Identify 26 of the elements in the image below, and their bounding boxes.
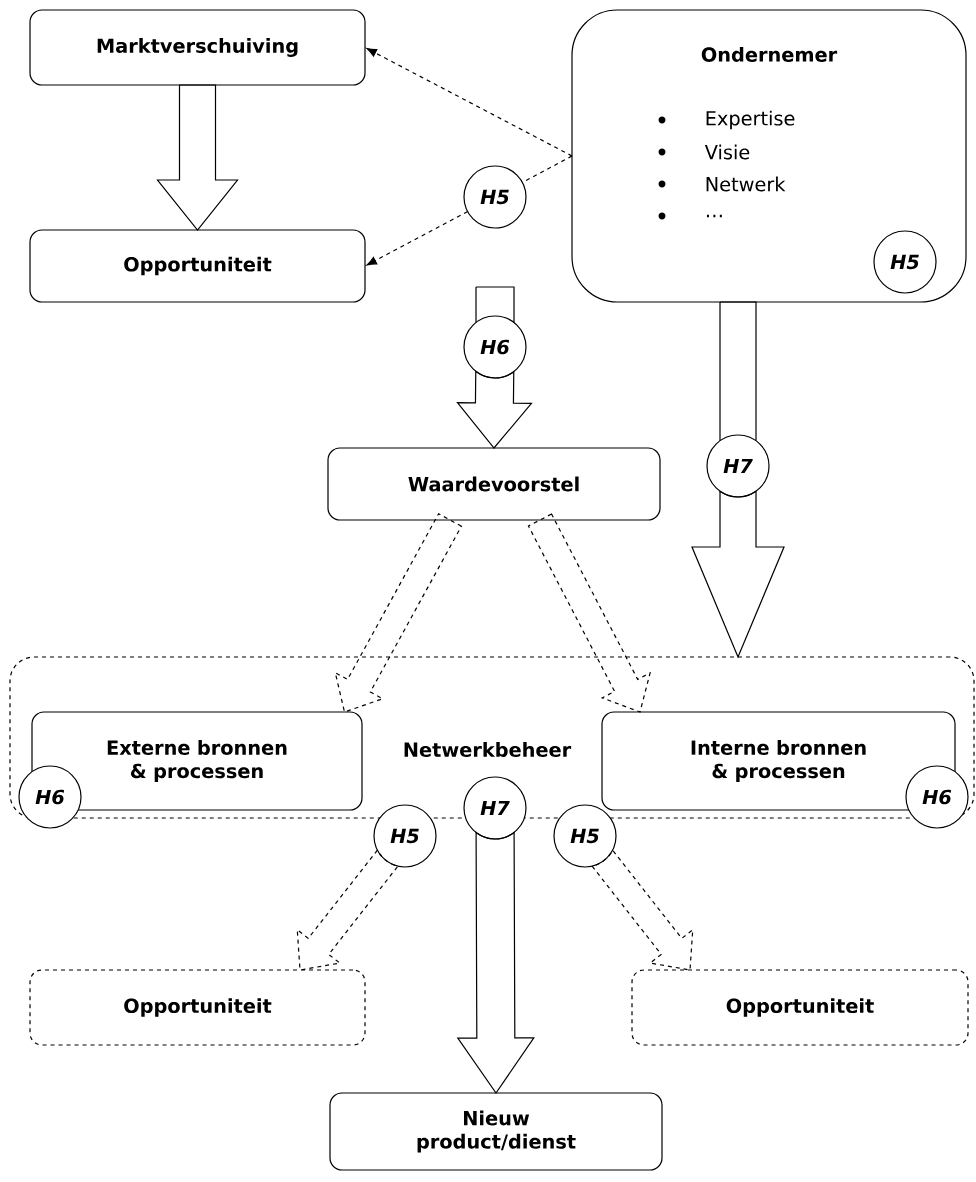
circle-label: H6 xyxy=(463,315,527,379)
dashed-block-arrow xyxy=(591,849,694,971)
block-arrow xyxy=(456,370,533,449)
circle-label: H5 xyxy=(553,804,617,868)
dashed-block-arrow xyxy=(527,513,651,713)
rounded-box: Nieuw product/dienst xyxy=(329,1092,663,1171)
dashed-rounded-box: Opportuniteit xyxy=(631,969,969,1046)
circle-label: H5 xyxy=(463,165,527,229)
block-arrow xyxy=(457,831,535,1094)
circle-label: H7 xyxy=(463,776,527,840)
rounded-box: Opportuniteit xyxy=(29,229,366,303)
dashed-arrow xyxy=(366,48,573,157)
circle-label: H7 xyxy=(706,434,770,498)
circle-label: H6 xyxy=(18,765,82,829)
circle-label: H5 xyxy=(873,230,937,294)
rounded-box: Marktverschuiving xyxy=(29,9,366,86)
dashed-arrow xyxy=(366,210,469,266)
dashed-rounded-box: Opportuniteit xyxy=(29,969,366,1046)
circle-label: H6 xyxy=(905,765,969,829)
circle-label: H5 xyxy=(373,804,437,868)
block-arrow xyxy=(475,286,515,324)
block-arrow xyxy=(156,84,239,231)
rounded-box: Waardevoorstel xyxy=(327,447,661,521)
block-arrow xyxy=(719,301,757,442)
block-arrow xyxy=(691,490,785,658)
dashed-block-arrow xyxy=(296,849,399,971)
